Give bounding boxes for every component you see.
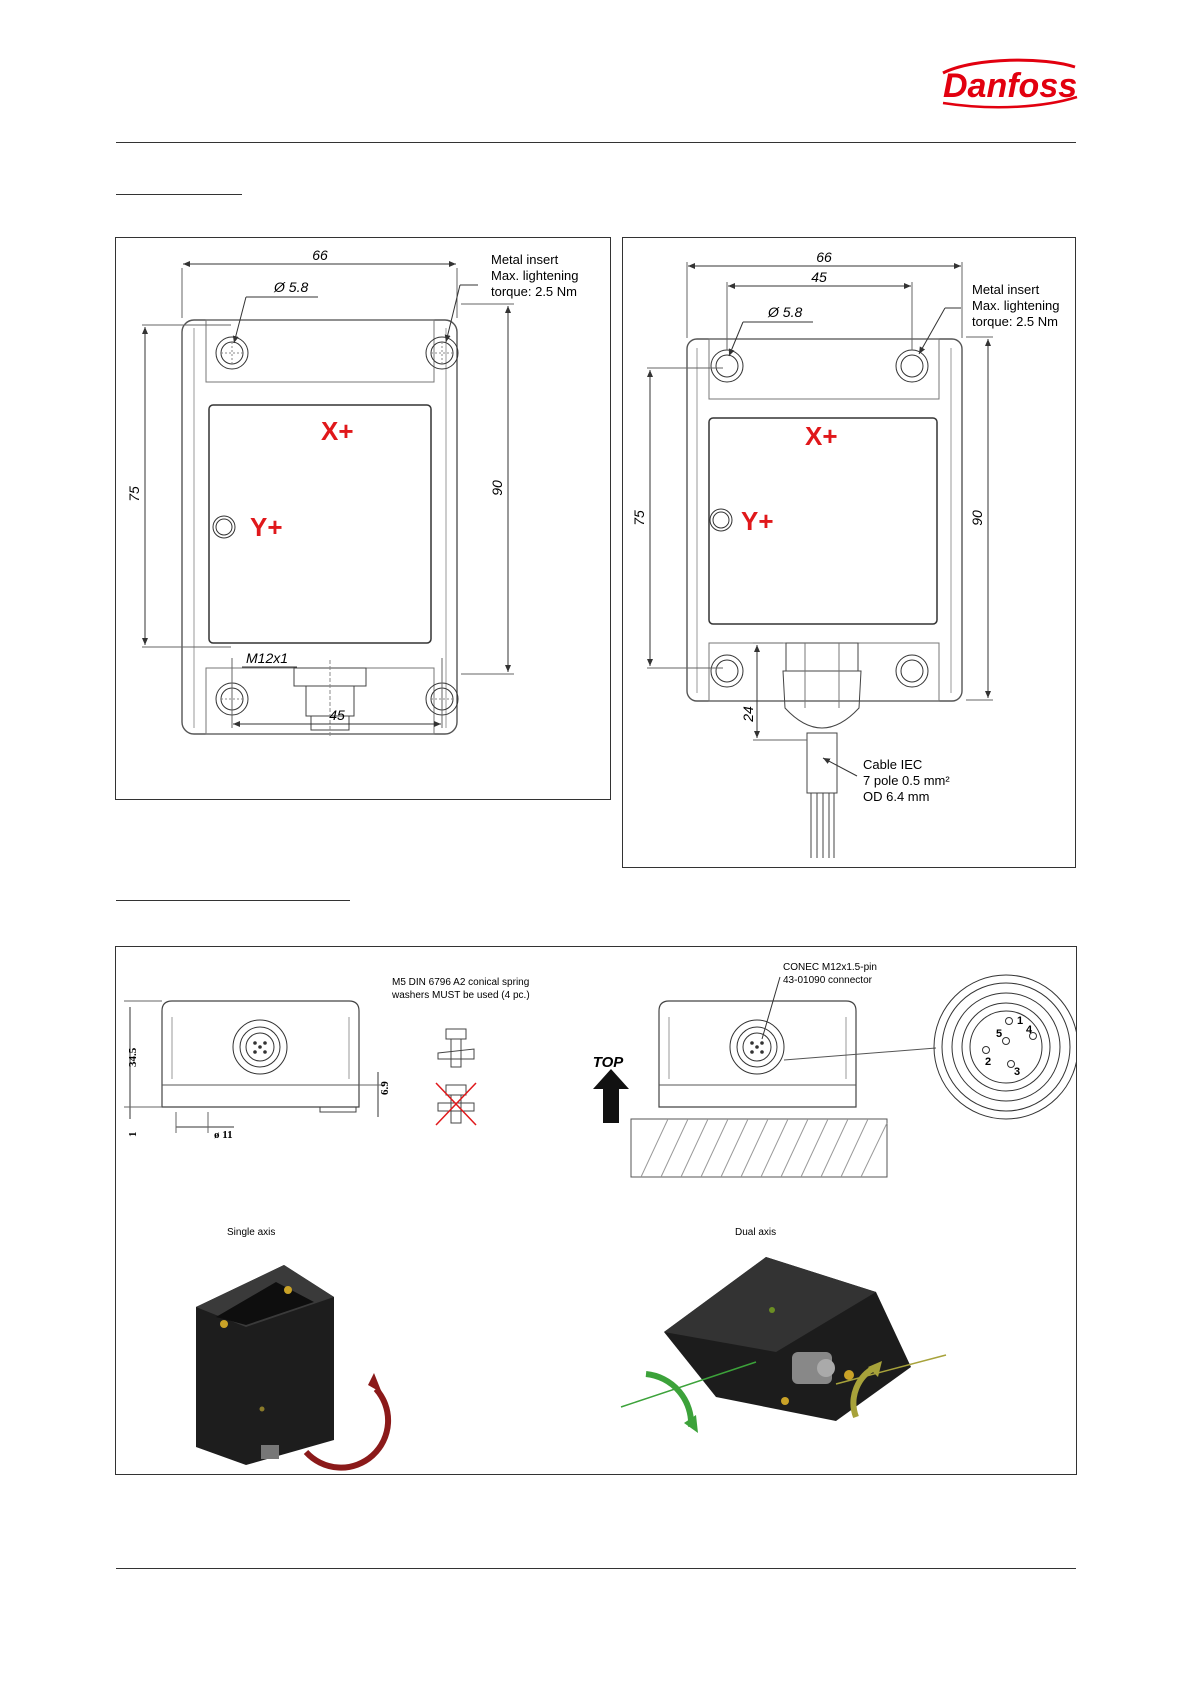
left-dimension-drawing: X+ Y+ 66 Ø 5.8 Metal insert Max. lighten…: [126, 247, 578, 738]
dual-axis-sensor-image: [620, 1257, 947, 1433]
mounting-drawing: 34.5 1 6.9 ø 11 M5 DIN 6796 A2 conical s…: [124, 962, 1079, 1471]
left-note-line-1: Metal insert: [491, 252, 559, 267]
cable-note-line-3: OD 6.4 mm: [863, 789, 929, 804]
dual-axis-label: Dual axis: [735, 1227, 776, 1238]
washer-incorrect-icon: [435, 1082, 477, 1126]
left-dim-bottom: 45: [329, 707, 345, 723]
connector-note-line-1: CONEC M12x1.5-pin: [783, 962, 877, 973]
pin-2-label: 2: [985, 1056, 991, 1068]
left-axis-y-label: Y+: [250, 512, 283, 542]
connector-pinout-icon: [933, 974, 1079, 1120]
right-dim-width: 66: [816, 249, 832, 265]
right-dim-75: 75: [631, 510, 647, 526]
right-note-line-1: Metal insert: [972, 282, 1040, 297]
left-drawing-frame: X+ Y+ 66 Ø 5.8 Metal insert Max. lighten…: [115, 237, 611, 800]
side-dim-offset: 1: [127, 1132, 139, 1138]
right-dim-90: 90: [969, 510, 985, 526]
danfoss-logo: Danfoss: [942, 58, 1078, 109]
side-dim-bolt: ø 11: [214, 1129, 233, 1141]
logo-text: Danfoss: [943, 67, 1077, 105]
side-dim-base: 6.9: [379, 1081, 391, 1095]
left-dim-90: 90: [489, 480, 505, 496]
left-dim-thread: M12x1: [246, 650, 288, 666]
right-axis-x-label: X+: [805, 421, 838, 451]
left-note-line-2: Max. lightening: [491, 268, 578, 283]
side-dim-height: 34.5: [127, 1047, 139, 1067]
pin-4-label: 4: [1026, 1024, 1033, 1036]
right-dimension-drawing: X+ Y+ 66 45 Ø 5.8 Metal insert Max. ligh…: [631, 249, 1059, 858]
mounting-panel: 34.5 1 6.9 ø 11 M5 DIN 6796 A2 conical s…: [115, 946, 1079, 1475]
pin-3-label: 3: [1014, 1066, 1020, 1078]
pin-1-label: 1: [1017, 1015, 1023, 1027]
section-heading-underline-2: [116, 900, 350, 901]
left-dim-width: 66: [312, 247, 328, 263]
left-note-line-3: torque: 2.5 Nm: [491, 284, 577, 299]
right-dim-gland: 24: [740, 706, 756, 723]
cable-note-line-2: 7 pole 0.5 mm²: [863, 773, 950, 788]
section-heading-underline-1: [116, 194, 242, 195]
top-label: TOP: [593, 1054, 625, 1071]
single-axis-label: Single axis: [227, 1227, 275, 1238]
header-rule: [116, 142, 1076, 143]
footer-rule: [116, 1568, 1076, 1569]
top-arrow-icon: [593, 1069, 629, 1123]
pin-5-label: 5: [996, 1028, 1002, 1040]
washer-correct-icon: [437, 1028, 475, 1068]
right-dim-hole: Ø 5.8: [767, 304, 802, 320]
left-dim-75: 75: [126, 486, 142, 502]
right-drawing-frame: X+ Y+ 66 45 Ø 5.8 Metal insert Max. ligh…: [622, 237, 1076, 868]
right-note-line-3: torque: 2.5 Nm: [972, 314, 1058, 329]
single-axis-sensor-image: [196, 1265, 392, 1471]
connector-note-line-2: 43-01090 connector: [783, 975, 873, 986]
right-dim-spacing: 45: [811, 269, 827, 285]
right-axis-y-label: Y+: [741, 506, 774, 536]
left-axis-x-label: X+: [321, 416, 354, 446]
left-dim-hole: Ø 5.8: [273, 279, 308, 295]
cable-note-line-1: Cable IEC: [863, 757, 922, 772]
right-note-line-2: Max. lightening: [972, 298, 1059, 313]
washer-note-line-1: M5 DIN 6796 A2 conical spring: [392, 977, 529, 988]
washer-note-line-2: washers MUST be used (4 pc.): [391, 990, 530, 1001]
